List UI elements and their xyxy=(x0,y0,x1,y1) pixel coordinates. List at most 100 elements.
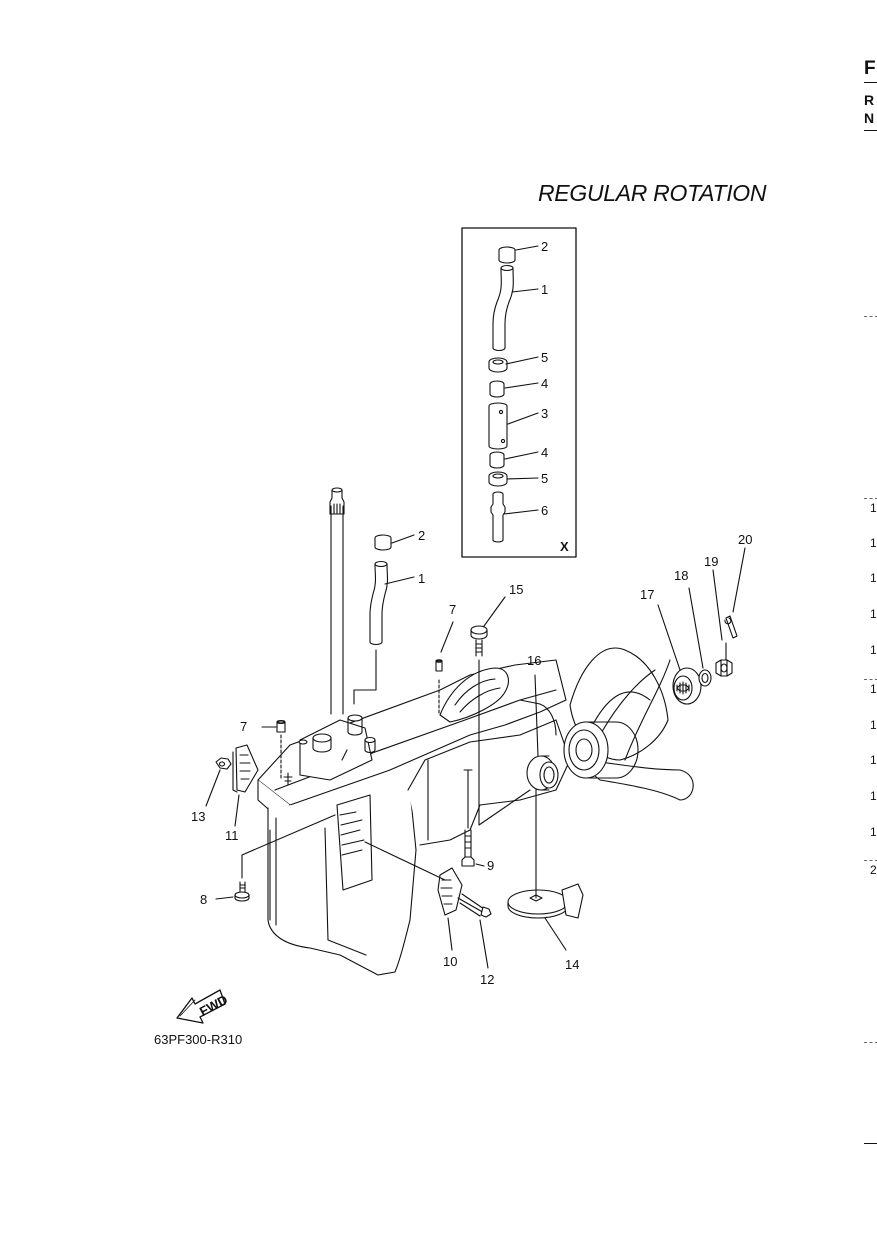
callout-number: 4 xyxy=(541,376,548,391)
trim-tab-upper xyxy=(205,744,259,827)
bolt-15 xyxy=(470,596,531,826)
leader-line xyxy=(504,382,539,389)
callout-number: 20 xyxy=(738,532,752,547)
diagram-code: 63PF300-R310 xyxy=(154,1032,243,1047)
sleeve-part xyxy=(488,405,508,450)
leader-line xyxy=(657,604,681,671)
callout-number: 18 xyxy=(674,568,688,583)
inset-frame xyxy=(461,227,577,558)
edge-letter-r: R xyxy=(864,92,875,108)
edge-tick xyxy=(864,860,877,861)
anode-14 xyxy=(507,789,584,951)
edge-tick xyxy=(864,498,877,499)
leader-line xyxy=(205,769,221,807)
bolt-9 xyxy=(461,769,485,867)
edge-rule xyxy=(864,1143,877,1144)
leader-line xyxy=(505,356,539,365)
edge-row-mark: 1 xyxy=(870,501,877,515)
edge-row-mark: 1 xyxy=(870,718,877,732)
water-pipe-part xyxy=(490,493,506,543)
callout-number: 12 xyxy=(480,972,494,987)
lower-unit-housing xyxy=(257,659,571,976)
fwd-arrow-icon: FWD xyxy=(176,989,230,1024)
edge-row-mark: 1 xyxy=(870,753,877,767)
prop-hardware xyxy=(657,547,746,705)
leader-line xyxy=(732,547,746,613)
leader-line xyxy=(440,621,454,653)
callout-number: 13 xyxy=(191,809,205,824)
callout-number: 2 xyxy=(541,239,548,254)
callout-number: 10 xyxy=(443,954,457,969)
leader-line xyxy=(506,477,539,480)
leader-line xyxy=(391,534,415,544)
grommet-part xyxy=(489,454,505,469)
edge-row-mark: 2 xyxy=(870,863,877,877)
leader-line xyxy=(507,412,539,425)
page-title: REGULAR ROTATION xyxy=(538,180,767,206)
edge-row-mark: 1 xyxy=(870,536,877,550)
leader-line xyxy=(341,749,348,761)
water-tube-main xyxy=(353,534,415,705)
callout-labels: 2 1 5 4 3 4 5 6 X 2 1 7 15 7 16 17 18 19… xyxy=(191,239,752,987)
leader-line xyxy=(353,649,377,705)
fwd-label: FWD xyxy=(197,992,230,1019)
edge-row-mark: 1 xyxy=(870,789,877,803)
callout-number: 5 xyxy=(541,350,548,365)
seal-part xyxy=(492,359,504,365)
callout-number: 8 xyxy=(200,892,207,907)
leader-line xyxy=(384,576,415,585)
callout-number: 7 xyxy=(240,719,247,734)
drive-shaft xyxy=(329,487,345,715)
edge-row-mark: 1 xyxy=(870,643,877,657)
leader-line xyxy=(515,245,539,251)
leader-line xyxy=(475,863,485,867)
callout-number: 1 xyxy=(418,571,425,586)
seal-part xyxy=(492,473,504,479)
edge-rule xyxy=(864,82,877,83)
inset-marker: X xyxy=(560,539,569,554)
callout-number: 9 xyxy=(487,858,494,873)
edge-row-mark: 1 xyxy=(870,571,877,585)
leader-line xyxy=(241,814,336,879)
callout-number: 3 xyxy=(541,406,548,421)
leader-line xyxy=(688,587,704,669)
leader-line xyxy=(511,288,539,293)
water-tube-inset xyxy=(461,227,577,558)
leader-line xyxy=(234,794,240,827)
edge-rule xyxy=(864,130,877,131)
edge-tick xyxy=(864,316,877,317)
edge-letter-n: N xyxy=(864,110,875,126)
edge-row-mark: 1 xyxy=(870,825,877,839)
callout-number: 11 xyxy=(225,828,239,843)
callout-number: 2 xyxy=(418,528,425,543)
leader-line xyxy=(712,569,723,641)
leader-line xyxy=(504,451,539,460)
leader-line xyxy=(534,674,539,757)
sleeve-part xyxy=(498,409,504,415)
callout-number: 5 xyxy=(541,471,548,486)
propeller xyxy=(563,647,694,801)
callout-number: 17 xyxy=(640,587,654,602)
leader-line xyxy=(544,917,567,951)
water-tube-part xyxy=(492,347,506,352)
water-tube-part xyxy=(492,267,514,349)
water-tube-part xyxy=(500,264,514,272)
bolt-8 xyxy=(215,814,336,902)
grommet-part xyxy=(489,383,505,398)
leader-line xyxy=(483,596,506,627)
callout-number: 15 xyxy=(509,582,523,597)
edge-tick xyxy=(864,1042,877,1043)
edge-tick xyxy=(864,679,877,680)
leader-line xyxy=(215,896,234,900)
leader-line xyxy=(503,509,539,515)
edge-row-mark: 1 xyxy=(870,607,877,621)
callout-number: 16 xyxy=(527,653,541,668)
thrust-washer-16 xyxy=(526,674,559,791)
callout-number: 7 xyxy=(449,602,456,617)
callout-number: 4 xyxy=(541,445,548,460)
leader-line xyxy=(364,841,446,881)
edge-row-mark: 1 xyxy=(870,682,877,696)
trim-tab-lower xyxy=(364,841,492,969)
